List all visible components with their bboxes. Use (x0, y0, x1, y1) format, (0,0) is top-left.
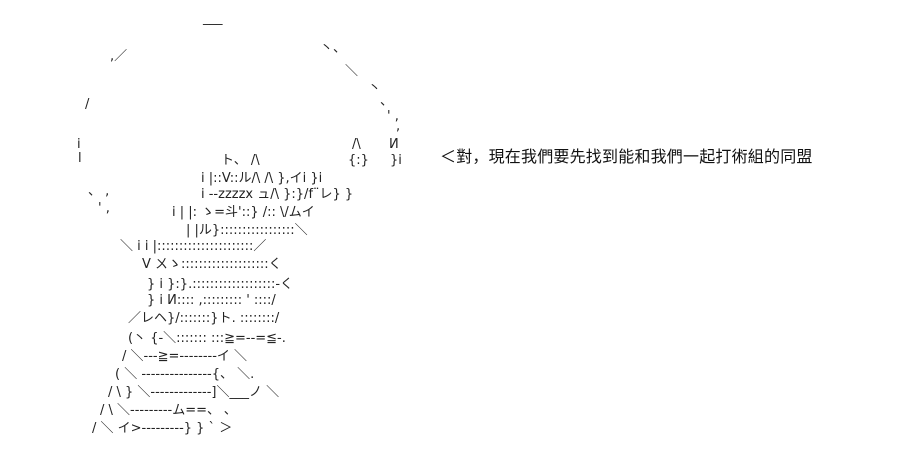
ascii-art-line: ＼ i i |::::::::::::::::::::::／ (120, 239, 266, 254)
ascii-art-line: / ＼---≧=--------イ ＼ (122, 349, 247, 364)
speech-text: ＜對，現在我們要先找到能和我們一起打術組的同盟 (440, 147, 813, 166)
ascii-art-line: , (396, 119, 400, 134)
ascii-art-line: V ㄨゝ::::::::::::::::::::く (142, 257, 282, 272)
ascii-art-line: } i }:}.:::::::::::::::::::-く (147, 277, 293, 292)
ascii-art-line: i |::V::ル/\ /\ },イi }i (201, 171, 322, 186)
ascii-art-line: / \ ＼---------ム==、 ､ (100, 403, 231, 418)
ascii-art-line: i | |: ゝ=斗'::} /:: \/ムイ (172, 205, 315, 220)
ascii-art-line: i ‐-zzzzx ュ/\ }:}/f¨レ} } (201, 187, 353, 202)
ascii-art-line: ト、 /\ (221, 153, 260, 168)
ascii-art-line: / \ } ＼-------------]＼___ノ ＼ (108, 385, 279, 400)
ascii-art-line: ( ＼ ---------------{、 ＼. (115, 367, 254, 382)
ascii-art-line: / (85, 97, 90, 112)
ascii-art-line: {:} (348, 153, 369, 168)
ascii-art-line: 、 , (88, 184, 109, 199)
ascii-art-line: ／レヘ}/:::::::}ト. ::::::::/ (128, 311, 280, 326)
ascii-art-line: 、 (380, 94, 393, 109)
ascii-art-line: }i (390, 153, 402, 168)
ascii-art-line: l (78, 151, 82, 166)
ascii-art-line: 丶、 (320, 41, 346, 56)
ascii-art-line: /\ (352, 137, 361, 152)
ascii-art-line: | |ル}:::::::::::::::::＼ (186, 223, 308, 238)
ascii-art-line: ' , (98, 201, 110, 216)
ascii-art-line: ,／ (110, 49, 127, 64)
ascii-art-line: 丶 (368, 81, 381, 96)
ascii-art-line: (丶 {-＼::::::: :::≧=--=≦-. (128, 331, 286, 346)
ascii-art-line: ＼ (345, 64, 358, 79)
ascii-art-line: ' , (387, 109, 399, 124)
ascii-art-line: / ＼ イ>---------} } ` ＞ (92, 421, 232, 436)
ascii-art-line: i (77, 137, 81, 152)
ascii-art-line: И (389, 137, 399, 152)
ascii-art-line: } i И:::: ,::::::::: ' ::::/ (147, 293, 276, 308)
ascii-art-line: ___ (202, 11, 223, 26)
